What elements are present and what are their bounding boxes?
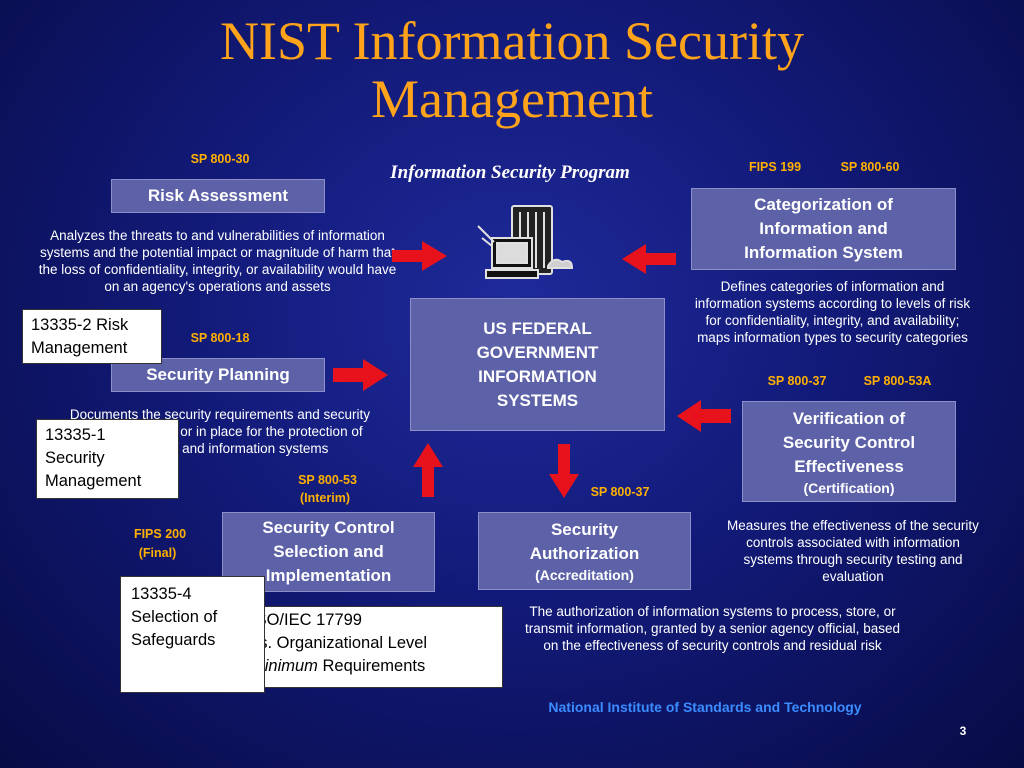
- arrow-selection-to-center: [413, 443, 443, 497]
- us-federal-systems-box: US FEDERAL GOVERNMENT INFORMATION SYSTEM…: [410, 298, 665, 431]
- ref-sp-800-53a: SP 800-53A: [863, 374, 932, 388]
- iso-13335-2-callout: 13335-2 Risk Management: [22, 309, 162, 364]
- computer-server-icon: [477, 205, 574, 279]
- ref-fips-200: FIPS 200: [133, 527, 187, 541]
- verification-description: Measures the effectiveness of the securi…: [727, 518, 979, 584]
- program-subtitle: Information Security Program: [390, 162, 630, 183]
- verification-box: Verification of Security Control Effecti…: [742, 401, 956, 502]
- arrow-risk-to-center: [392, 241, 447, 271]
- categorization-box: Categorization of Information and Inform…: [691, 188, 956, 270]
- arrow-planning-to-center: [333, 359, 388, 391]
- ref-sp-800-37-auth: SP 800-37: [590, 485, 650, 499]
- arrow-categorization-to-center: [622, 244, 676, 274]
- categorization-description: Defines categories of information and in…: [694, 279, 971, 345]
- ref-sp-800-30: SP 800-30: [190, 152, 250, 166]
- page-number: 3: [959, 724, 967, 738]
- ref-sp-800-37: SP 800-37: [767, 374, 827, 388]
- security-authorization-description: The authorization of information systems…: [525, 604, 900, 653]
- arrow-verification-to-center: [677, 400, 731, 432]
- iso-13335-4-callout: 13335-4 Selection of Safeguards: [120, 576, 265, 693]
- ref-final: (Final): [138, 546, 177, 560]
- risk-assessment-description: Analyzes the threats to and vulnerabilit…: [38, 228, 397, 294]
- ref-interim: (Interim): [300, 491, 350, 505]
- iso-13335-1-callout: 13335-1 Security Management: [36, 419, 179, 499]
- iso-17799-callout: ISO/IEC 17799 vs. Organizational Level M…: [232, 606, 503, 688]
- ref-sp-800-60: SP 800-60: [840, 160, 900, 174]
- risk-assessment-box: Risk Assessment: [111, 179, 325, 213]
- security-planning-box: Security Planning: [111, 358, 325, 392]
- ref-sp-800-53: SP 800-53: [298, 473, 357, 487]
- page-title: NIST Information Security Management: [220, 11, 804, 129]
- footer-nist: National Institute of Standards and Tech…: [548, 699, 862, 715]
- ref-fips-199: FIPS 199: [748, 160, 802, 174]
- arrow-center-to-authorization: [549, 444, 579, 498]
- security-authorization-box: Security Authorization (Accreditation): [478, 512, 691, 590]
- ref-sp-800-18: SP 800-18: [190, 331, 250, 345]
